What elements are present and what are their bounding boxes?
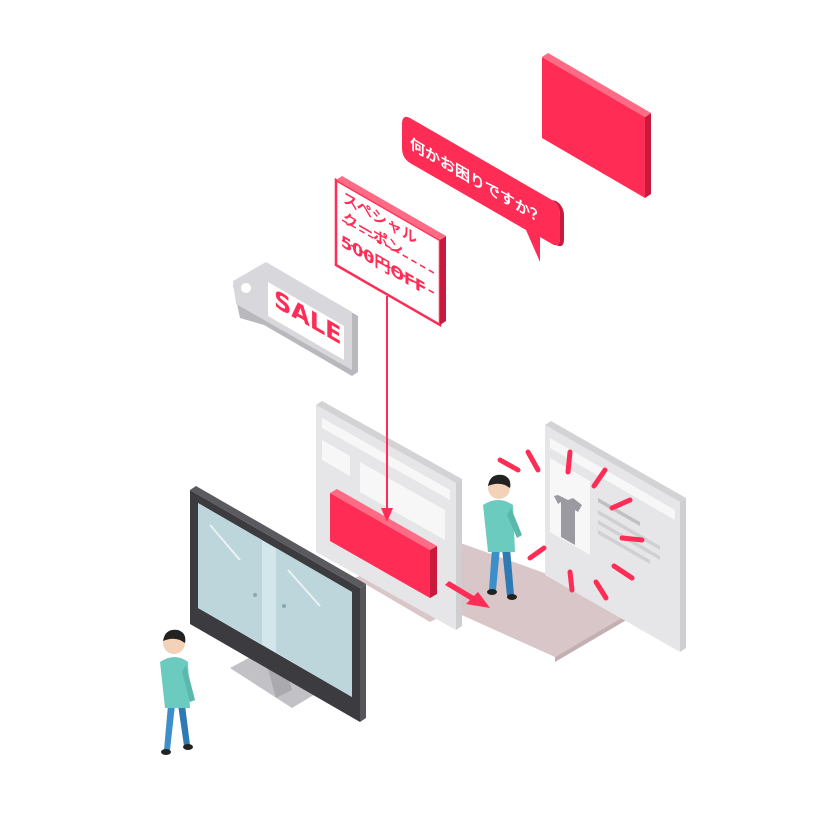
red-sign-face bbox=[542, 57, 645, 198]
coupon-sign-top bbox=[336, 176, 446, 240]
red-banner bbox=[330, 489, 437, 598]
leg-right bbox=[178, 705, 190, 746]
leg-left bbox=[164, 705, 175, 750]
product-page-top bbox=[545, 421, 686, 502]
shirt bbox=[483, 500, 515, 552]
shoe-left bbox=[161, 749, 171, 755]
floor-edge bbox=[555, 607, 640, 662]
monitor bbox=[190, 486, 366, 722]
coupon-pole-arrowhead bbox=[381, 508, 393, 522]
browser-panel-side bbox=[456, 479, 462, 630]
door-handle-left bbox=[253, 593, 257, 597]
door-right bbox=[276, 548, 352, 697]
chat-bubble-text: 何かお困りですか？ bbox=[410, 134, 545, 229]
browser-panel-top bbox=[316, 401, 462, 483]
sale-tag: SALE bbox=[233, 262, 358, 376]
coupon-sign-side bbox=[440, 236, 446, 325]
shoe-right bbox=[183, 744, 193, 750]
arm bbox=[507, 508, 522, 538]
browser-sidebar-block bbox=[322, 440, 350, 476]
shoe-right bbox=[507, 594, 517, 600]
red-sign-top bbox=[542, 53, 651, 117]
door-left bbox=[198, 503, 262, 644]
monitor-top bbox=[190, 486, 366, 588]
banner-face bbox=[330, 493, 430, 598]
sale-tag-label-bg bbox=[268, 282, 344, 360]
red-sign bbox=[542, 53, 651, 198]
leg-right bbox=[502, 548, 514, 596]
arrow-icon bbox=[445, 581, 490, 608]
hair bbox=[488, 474, 511, 488]
coupon-divider-1 bbox=[341, 219, 435, 274]
shoe-left bbox=[487, 589, 497, 595]
hair bbox=[163, 629, 186, 643]
chat-bubble-body bbox=[402, 116, 560, 262]
monitor-side bbox=[360, 584, 366, 722]
floor-segment-right bbox=[452, 540, 640, 657]
banner-top bbox=[330, 489, 437, 550]
person-shopper-bottom bbox=[160, 629, 195, 755]
arm bbox=[182, 665, 195, 702]
person-shopper-walking bbox=[483, 474, 522, 600]
leg-left bbox=[489, 548, 500, 590]
product-address-bar bbox=[550, 438, 675, 520]
red-sign-side bbox=[645, 113, 651, 198]
banner-side bbox=[430, 546, 437, 598]
sale-tag-hole bbox=[241, 283, 251, 293]
shirt bbox=[160, 657, 190, 708]
tshirt-icon bbox=[554, 495, 582, 545]
coupon-divider-2 bbox=[341, 239, 435, 294]
chat-bubble-side bbox=[552, 200, 564, 247]
burst-icon bbox=[497, 449, 645, 601]
product-page-side bbox=[680, 498, 686, 652]
door-handle-right bbox=[282, 604, 286, 608]
store-door bbox=[198, 503, 352, 697]
browser-content-block bbox=[360, 462, 445, 540]
